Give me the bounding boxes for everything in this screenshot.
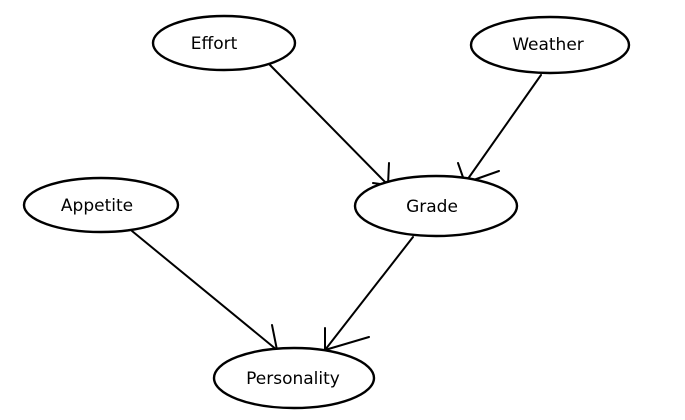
edge-weather-to-grade — [457, 74, 542, 184]
node-effort: Effort — [151, 14, 297, 72]
node-weather-label: Weather — [512, 35, 584, 55]
node-weather: Weather — [469, 15, 631, 75]
node-grade-label: Grade — [406, 197, 458, 217]
edge-appetite-to-personality — [131, 230, 278, 352]
node-effort-label: Effort — [191, 34, 238, 54]
node-personality-label: Personality — [246, 369, 340, 389]
node-appetite: Appetite — [22, 176, 180, 234]
node-grade: Grade — [353, 174, 519, 238]
node-appetite-label: Appetite — [61, 196, 133, 216]
node-personality: Personality — [212, 346, 376, 410]
edge-effort-to-grade — [269, 64, 390, 186]
edge-grade-to-personality — [324, 236, 414, 351]
